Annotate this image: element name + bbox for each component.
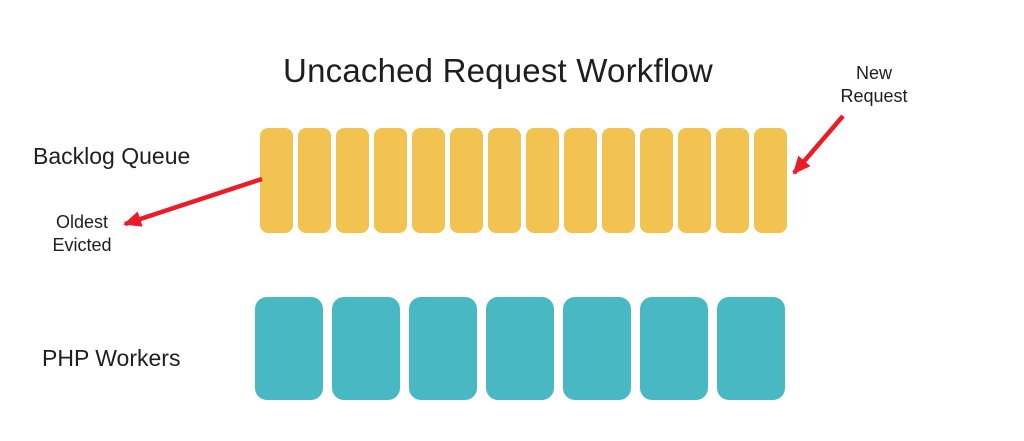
backlog-queue-label: Backlog Queue — [33, 143, 191, 169]
worker-slot — [717, 297, 785, 400]
oldest-evicted-annotation: Oldest Evicted — [22, 211, 142, 257]
new-request-line2: Request — [840, 86, 908, 106]
diagram-title: Uncached Request Workflow — [283, 52, 713, 89]
queue-slot — [754, 128, 787, 233]
php-workers-label: PHP Workers — [42, 345, 181, 371]
queue-slot — [260, 128, 293, 233]
queue-slot — [526, 128, 559, 233]
worker-slot — [332, 297, 400, 400]
queue-slot — [640, 128, 673, 233]
queue-slot — [678, 128, 711, 233]
queue-slot — [450, 128, 483, 233]
oldest-evicted-line2: Evicted — [52, 235, 112, 255]
worker-slot — [255, 297, 323, 400]
worker-slot — [486, 297, 554, 400]
php-workers-row — [255, 297, 785, 400]
queue-slot — [298, 128, 331, 233]
queue-slot — [374, 128, 407, 233]
new-request-arrow — [792, 114, 845, 175]
queue-slot — [564, 128, 597, 233]
queue-slot — [602, 128, 635, 233]
worker-slot — [563, 297, 631, 400]
queue-slot — [412, 128, 445, 233]
worker-slot — [640, 297, 708, 400]
backlog-queue-row — [260, 128, 787, 233]
new-request-line1: New — [855, 63, 892, 83]
oldest-evicted-arrow — [123, 176, 263, 227]
queue-slot — [336, 128, 369, 233]
queue-slot — [716, 128, 749, 233]
oldest-evicted-line1: Oldest — [55, 212, 109, 232]
queue-slot — [488, 128, 521, 233]
worker-slot — [409, 297, 477, 400]
new-request-annotation: New Request — [814, 62, 934, 108]
